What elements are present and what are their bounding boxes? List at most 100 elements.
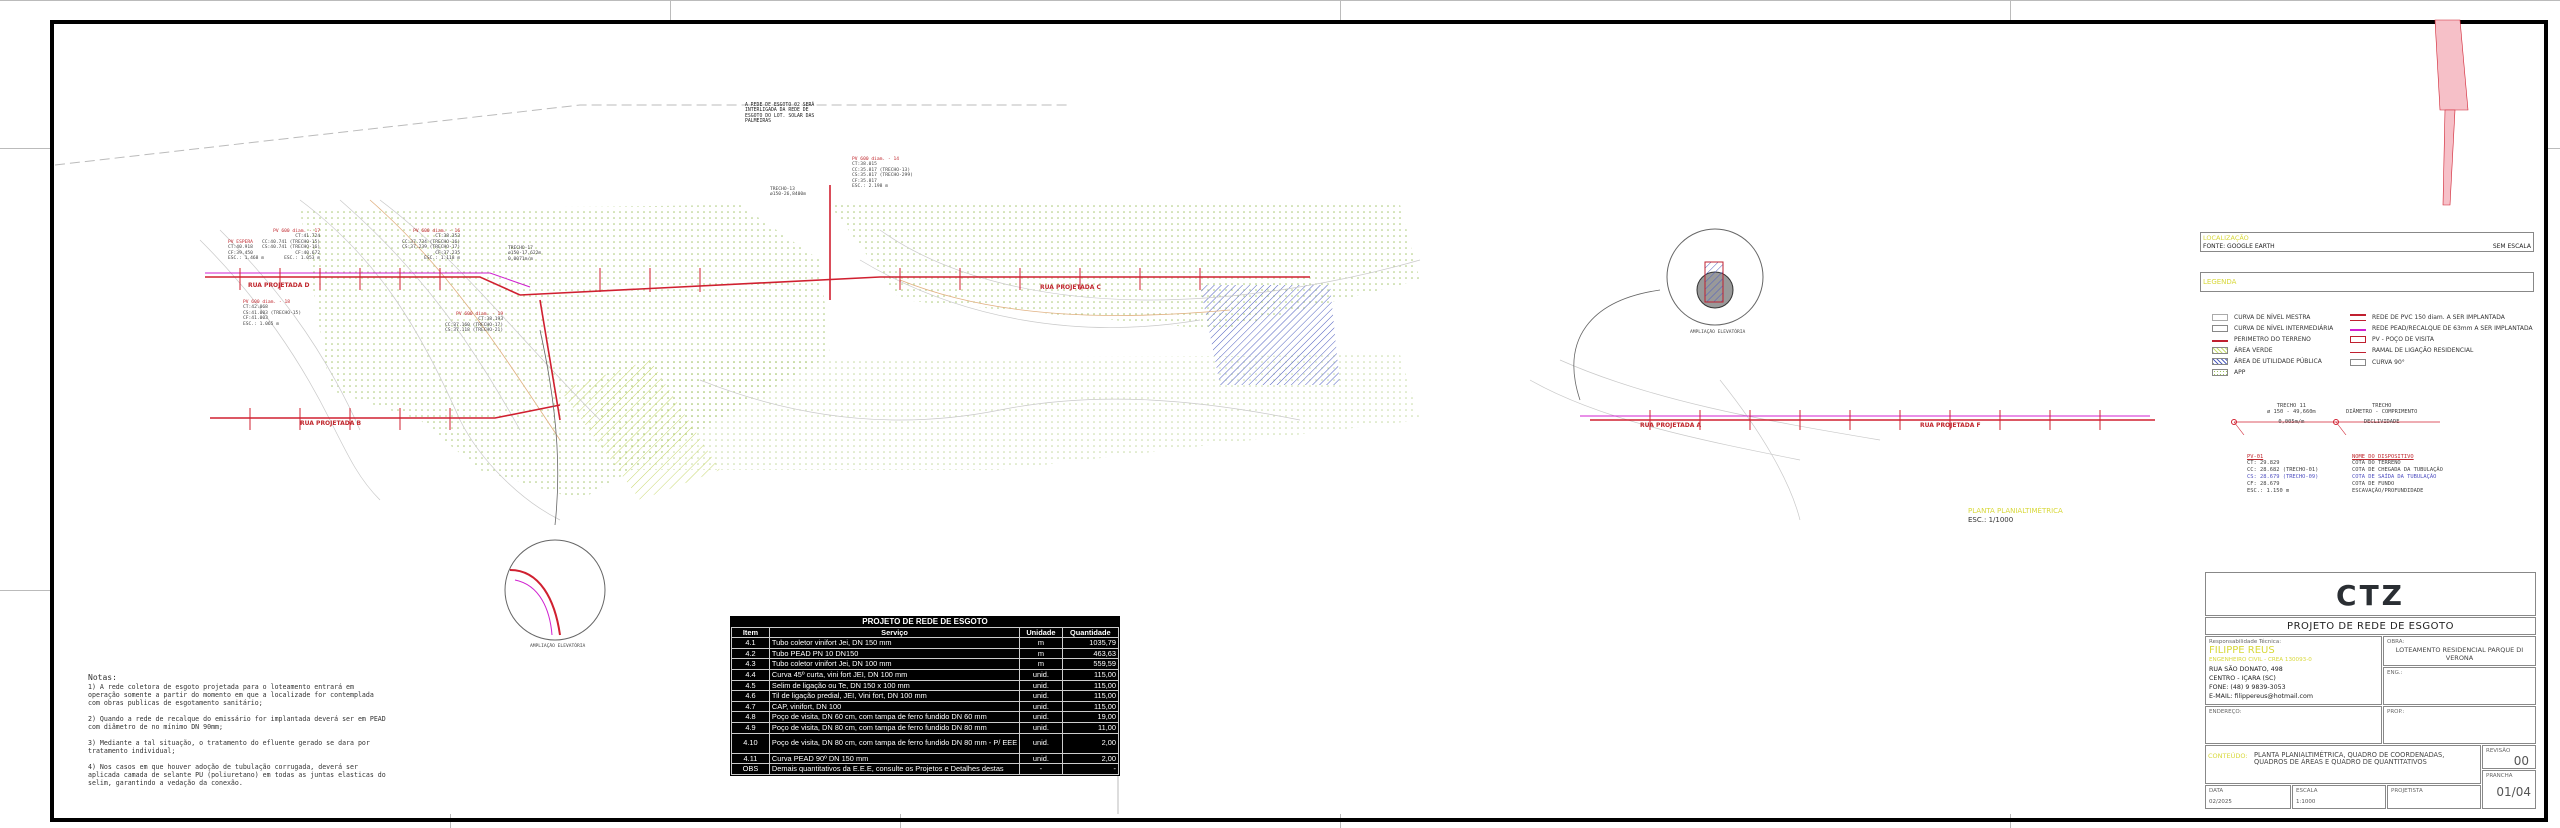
cell-unit: unid. <box>1019 732 1063 754</box>
street-label: RUA PROJETADA D <box>248 282 310 289</box>
resp-label: Responsabilidade Técnica: <box>2209 639 2282 645</box>
curve-90-icon <box>2350 359 2366 366</box>
designer-label: PROJETISTA <box>2391 788 2423 794</box>
legend-item: CURVA DE NÍVEL INTERMEDIÁRIA <box>2212 325 2333 332</box>
elevatory-detail-circle-2 <box>504 539 606 641</box>
cell-item: 4.3 <box>731 658 770 670</box>
master-contours <box>369 199 1231 441</box>
cell-item: 4.7 <box>731 700 770 713</box>
cell-qty: 559,59 <box>1061 658 1120 670</box>
legend-box: LEGENDA <box>2200 272 2534 292</box>
legend-label: PERIMETRO DO TERRENO <box>2234 336 2311 343</box>
cell-qty: 115,00 <box>1061 690 1120 702</box>
legend-item: ÁREA DE UTILIDADE PÚBLICA <box>2212 358 2322 365</box>
date-value: 02/2025 <box>2209 799 2232 805</box>
cell-service: Curva PEAD 90º DN 150 mm <box>768 752 1021 765</box>
cell-qty: 115,00 <box>1061 668 1120 681</box>
legend-item: PERIMETRO DO TERRENO <box>2212 336 2311 343</box>
cell-item: 4.10 <box>731 732 770 754</box>
address-cell: ENDEREÇO: <box>2205 706 2382 744</box>
residential-branch-icon <box>2350 351 2366 353</box>
legend-label: RAMAL DE LIGAÇÃO RESIDENCIAL <box>2372 347 2474 354</box>
cell-item: 4.8 <box>731 711 770 723</box>
resp-name: FILIPPE REUS <box>2209 645 2275 656</box>
content-cell: CONTEÚDO: PLANTA PLANIALTIMÉTRICA, QUADR… <box>2205 745 2481 784</box>
lot-boundary <box>54 104 1070 166</box>
cell-unit: m <box>1019 647 1063 660</box>
sheet-tick <box>2545 148 2560 149</box>
note-item: 4) Nos casos em que houver adoção de tub… <box>88 763 386 787</box>
obra-label: OBRA: <box>2387 639 2405 645</box>
cell-item: 4.4 <box>731 668 770 681</box>
sheet-value: 01/04 <box>2496 785 2531 799</box>
project-title: PROJETO DE REDE DE ESGOTO <box>2287 621 2454 632</box>
legend-item: RAMAL DE LIGAÇÃO RESIDENCIAL <box>2350 347 2473 354</box>
cell-unit: m <box>1019 637 1063 649</box>
street-label: RUA PROJETADA C <box>1040 284 1101 291</box>
detail-pead <box>514 579 553 636</box>
obra-cell: OBRA: LOTEAMENTO RESIDENCIAL PARQUE DI V… <box>2383 636 2536 666</box>
sheet-tick <box>0 148 50 149</box>
sheet-tick <box>1340 0 1341 20</box>
location-lot-shape <box>2434 19 2469 111</box>
scale-value: 1:1000 <box>2296 799 2316 805</box>
note-item: 2) Quando a rede de recalque do emissári… <box>88 715 386 731</box>
cell-service: Tubo PEAD PN 10 DN150 <box>768 647 1021 660</box>
endereco-label: ENDEREÇO: <box>2209 709 2242 715</box>
cell-item: 4.11 <box>731 752 770 765</box>
location-box: LOCALIZAÇÃO FONTE: GOOGLE EARTH SEM ESCA… <box>2200 232 2534 252</box>
legend-label: ÁREA DE UTILIDADE PÚBLICA <box>2234 358 2322 365</box>
detail-leader-arrow <box>539 329 559 526</box>
detail-caption: AMPLIAÇÃO ELEVATÓRIA <box>530 644 586 649</box>
plan-scale: ESC.: 1/1000 <box>1968 516 2014 524</box>
pead-network-icon <box>2350 329 2366 331</box>
cell-unit: m <box>1019 658 1063 670</box>
detail-caption: AMPLIAÇÃO ELEVATÓRIA <box>1690 330 1746 335</box>
cell-service: CAP, vinifort, DN 100 <box>768 700 1021 713</box>
location-lot-shape <box>2442 109 2456 206</box>
detail-pipe <box>509 569 561 636</box>
pead-force-main <box>205 272 2150 417</box>
sheet-tick <box>0 590 50 591</box>
cell-qty: 115,00 <box>1061 700 1120 713</box>
obra-value: LOTEAMENTO RESIDENCIAL PARQUE DI VERONA <box>2395 646 2524 662</box>
legend-title: LEGENDA <box>2203 278 2237 286</box>
street-label: RUA PROJETADA B <box>300 420 362 427</box>
elevatory-hatch <box>1704 261 1724 303</box>
cell-service: Curva 45º curta, vini fort JEI, DN 100 m… <box>768 668 1021 681</box>
cell-qty: - <box>1061 763 1120 775</box>
legend-label: APP <box>2234 369 2246 376</box>
cell-item: 4.6 <box>731 690 770 702</box>
green-area <box>580 355 1420 470</box>
scale-cell: ESCALA 1:1000 <box>2292 785 2386 809</box>
cell-item: 4.2 <box>731 647 770 660</box>
cell-service: Poço de visita, DN 80 cm, com tampa de f… <box>768 721 1021 734</box>
legend-item: ÁREA VERDE <box>2212 347 2273 354</box>
cell-service: Demais quantitativos da E.E.E, consulte … <box>768 763 1021 775</box>
cell-unit: unid. <box>1019 668 1063 681</box>
cell-qty: 115,00 <box>1061 679 1120 692</box>
cell-qty: 2,00 <box>1061 752 1120 765</box>
col-header: Unidade <box>1019 626 1063 639</box>
legend-label: ÁREA VERDE <box>2234 347 2273 354</box>
prop-cell: PROP.: <box>2383 706 2536 744</box>
resp-title: ENGENHEIRO CIVIL - CREA 130093-0 <box>2209 657 2312 663</box>
cell-service: Poço de visita, DN 60 cm, com tampa de f… <box>768 711 1021 723</box>
revision-value: 00 <box>2513 754 2529 768</box>
